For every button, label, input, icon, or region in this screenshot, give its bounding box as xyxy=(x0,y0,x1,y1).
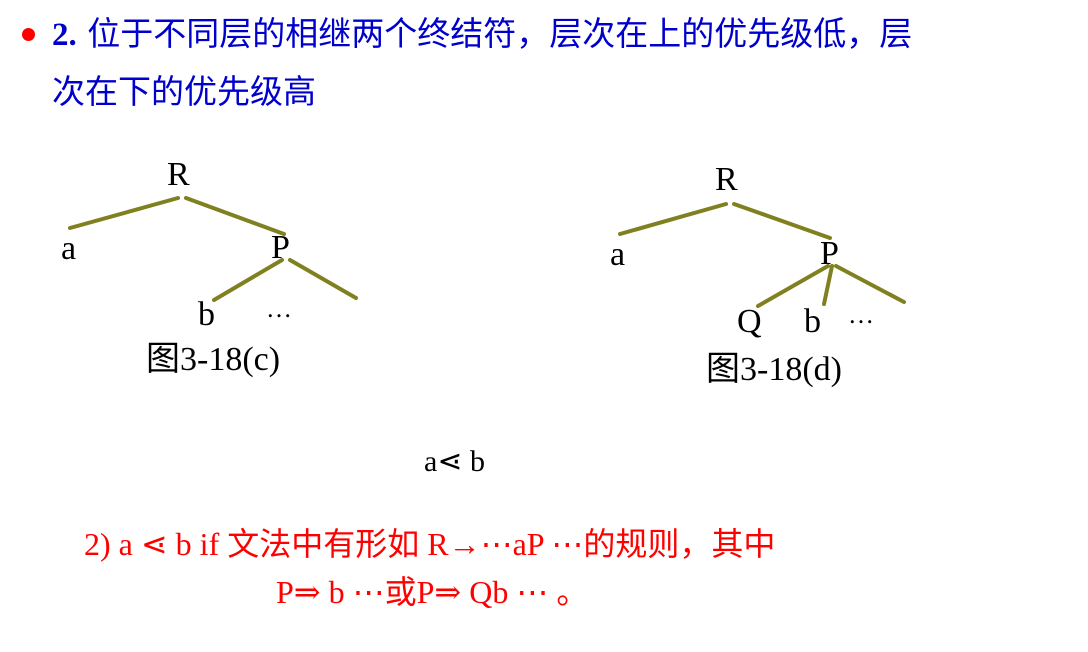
tree-c-node-p: P xyxy=(271,229,290,266)
tree-d-node-a: a xyxy=(610,236,626,273)
tree-d-node-root: R xyxy=(715,161,738,198)
tree-d-caption: 图3-18(d) xyxy=(706,351,842,388)
tree-d-edge-p-q xyxy=(756,264,830,308)
heading-text-1: 位于不同层的相继两个终结符，层次在上的优先级低，层 xyxy=(76,14,913,53)
tree-c-edge-p-more xyxy=(288,258,358,300)
tree-d-edge-r-a xyxy=(618,202,728,236)
tree-c-node-a: a xyxy=(61,230,77,267)
tree-c-edge-r-a xyxy=(68,196,180,230)
tree-d-node-p: P xyxy=(820,235,839,272)
tree-c-caption: 图3-18(c) xyxy=(146,341,281,378)
bullet-icon xyxy=(22,28,35,41)
tree-c-edge-r-p xyxy=(184,196,286,236)
tree-d-node-q: Q xyxy=(737,303,762,340)
rule-line-2: P⇒ b ⋯或P⇒ Qb ⋯ 。 xyxy=(276,574,589,610)
heading-number: 2. xyxy=(52,17,77,53)
tree-d-node-ellipsis: … xyxy=(848,300,876,329)
heading-line-1: 2. 位于不同层的相继两个终结符，层次在上的优先级低，层 xyxy=(52,14,912,55)
tree-d-edge-r-p xyxy=(732,202,832,240)
heading-line-2: 次在下的优先级高 xyxy=(52,72,316,111)
precedence-relation: a⋖ b xyxy=(424,445,485,478)
rule-line-1: 2) a ⋖ b if 文法中有形如 R→⋯aP ⋯的规则，其中 xyxy=(84,526,776,562)
tree-d-edge-p-more xyxy=(834,264,906,304)
tree-d-edge-p-b xyxy=(822,264,834,306)
tree-d-node-b: b xyxy=(804,303,821,340)
tree-c-edge-p-b xyxy=(212,258,284,302)
tree-c-node-root: R xyxy=(167,156,190,193)
tree-c-node-b: b xyxy=(198,296,215,333)
tree-c-node-ellipsis: … xyxy=(266,294,294,323)
